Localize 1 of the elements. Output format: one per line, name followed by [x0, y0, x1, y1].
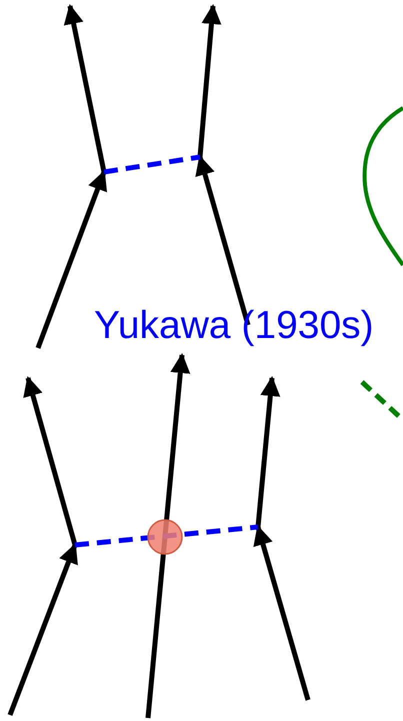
diagram-label: Yukawa (1930s) [94, 305, 374, 348]
